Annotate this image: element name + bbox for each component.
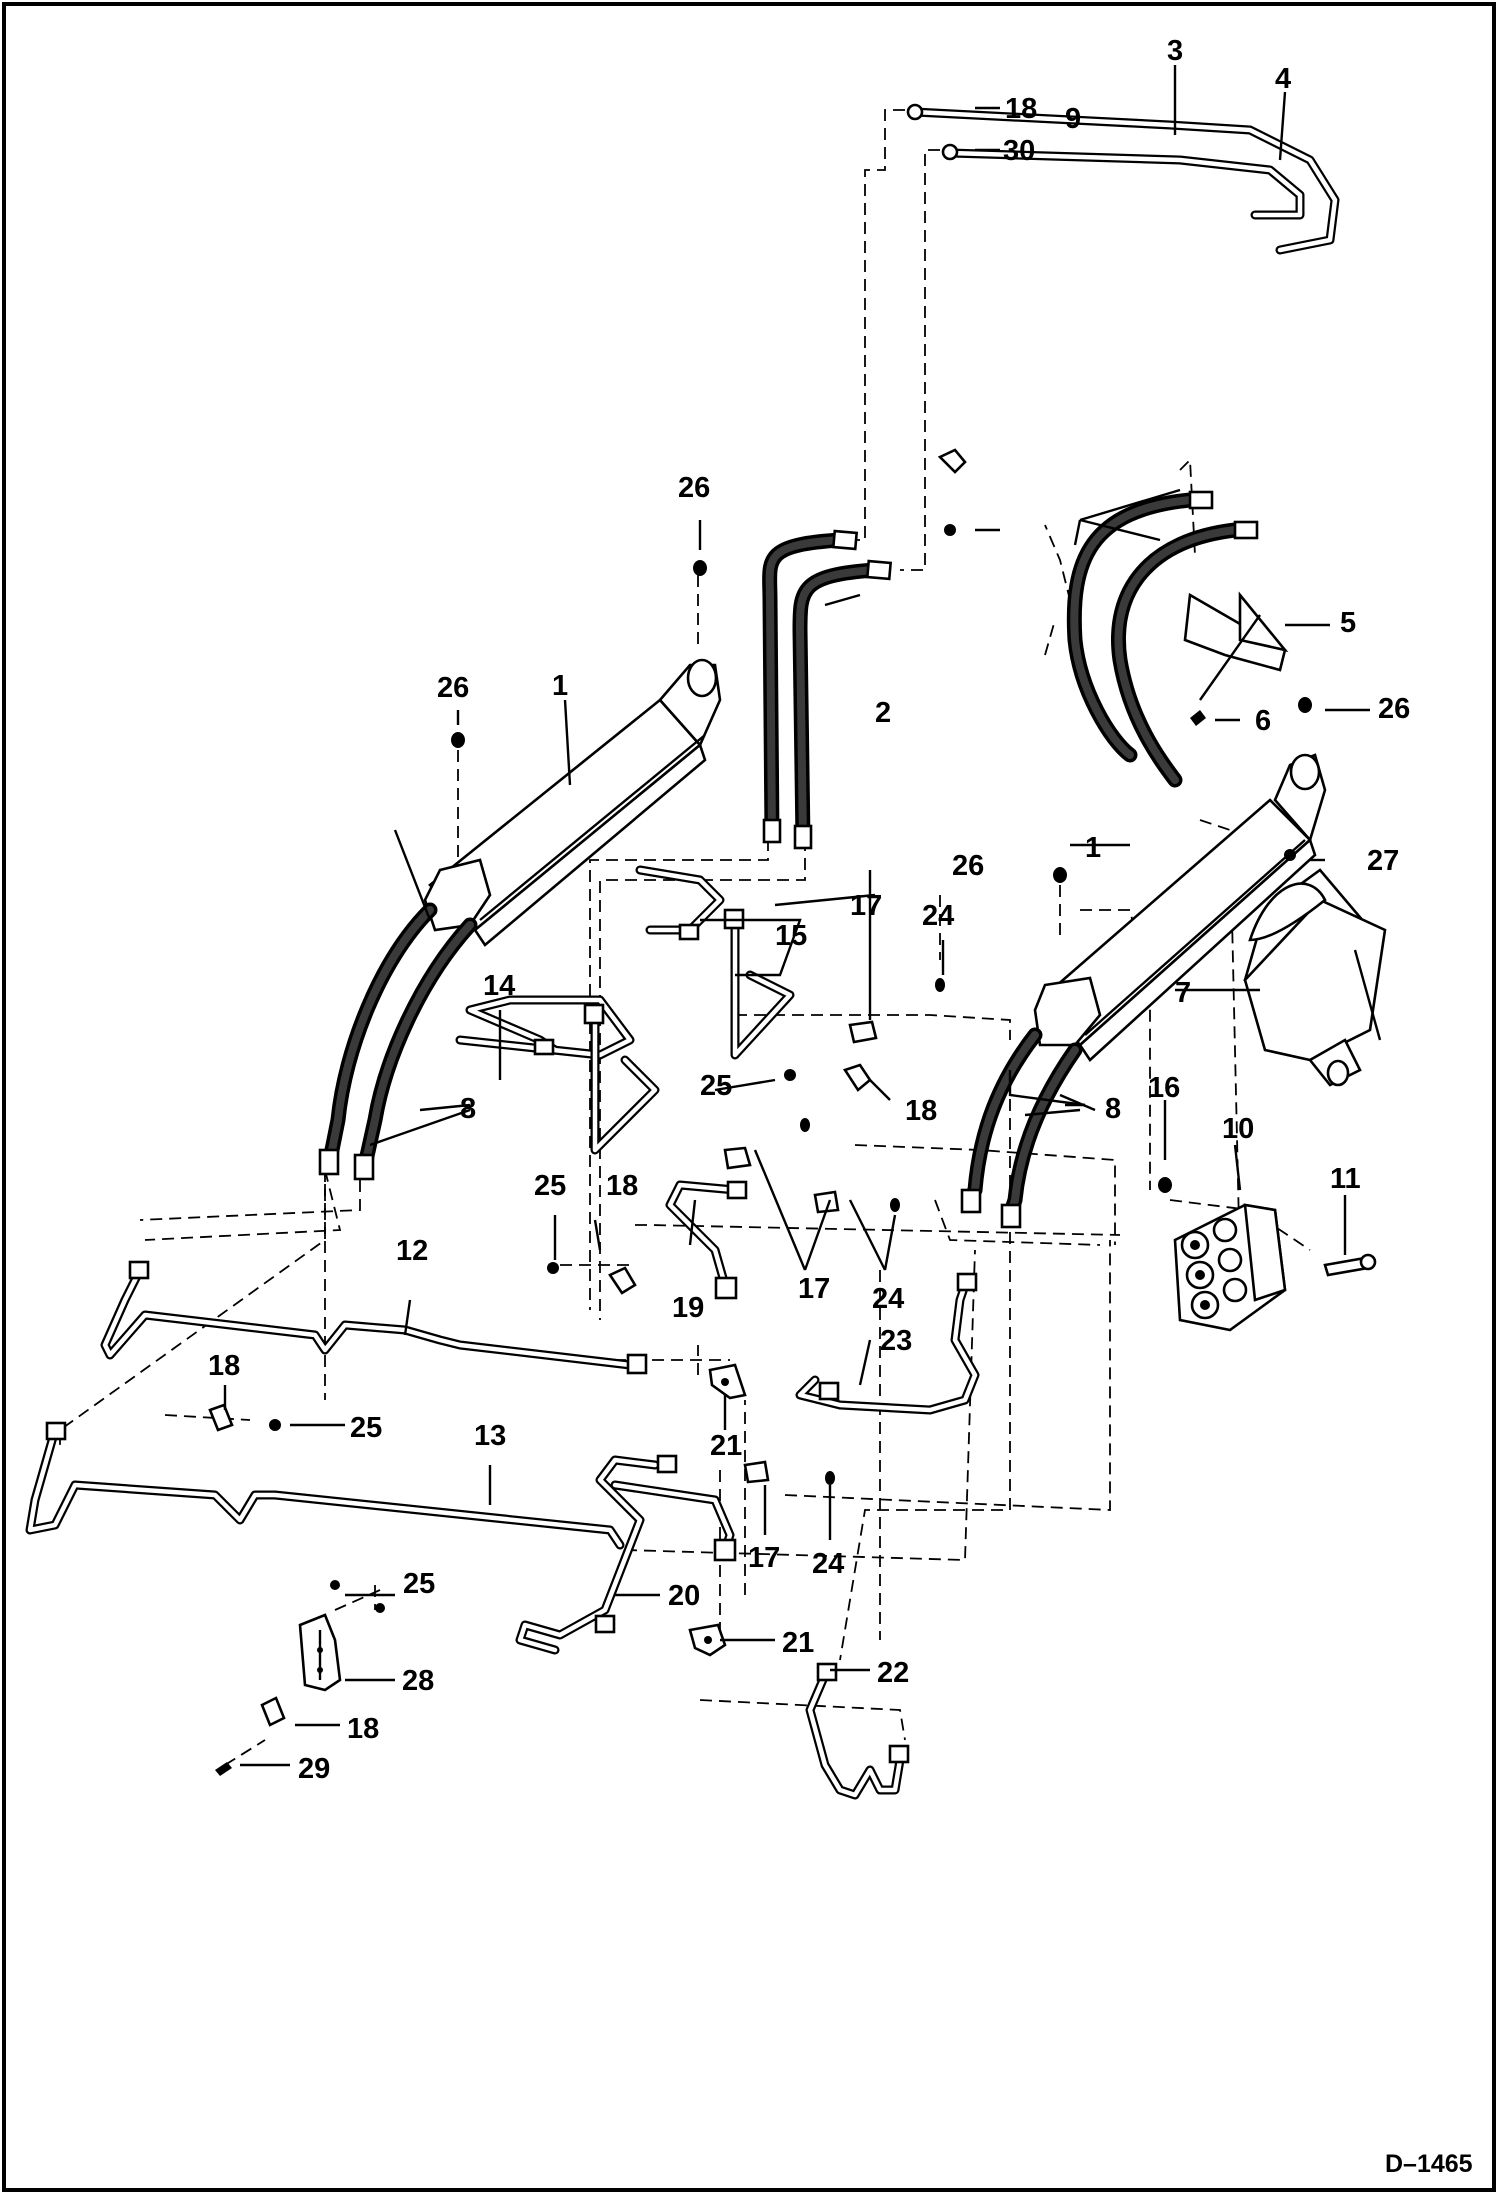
callout-25: 25 bbox=[350, 1412, 382, 1444]
callout-24: 24 bbox=[922, 900, 954, 932]
callout-10: 10 bbox=[1222, 1113, 1254, 1145]
callout-8: 8 bbox=[1105, 1093, 1121, 1125]
elbow-17-d bbox=[743, 1460, 770, 1484]
callout-3: 3 bbox=[1167, 35, 1183, 67]
callout-17: 17 bbox=[748, 1542, 780, 1574]
callout-26: 26 bbox=[437, 672, 469, 704]
hoses-8-left bbox=[318, 902, 478, 1181]
callout-18: 18 bbox=[208, 1350, 240, 1382]
callout-26: 26 bbox=[1378, 693, 1410, 725]
leader-lines bbox=[223, 65, 1370, 1767]
callout-18: 18 bbox=[606, 1170, 638, 1202]
tee-21-lower bbox=[688, 1623, 727, 1657]
tube-4 bbox=[945, 148, 1305, 220]
callout-25: 25 bbox=[700, 1070, 732, 1102]
clamp-18-top bbox=[937, 448, 967, 474]
elbow-17-c bbox=[813, 1190, 840, 1214]
bracket-28 bbox=[298, 1613, 342, 1692]
callout-29: 29 bbox=[298, 1753, 330, 1785]
callout-18: 18 bbox=[1005, 93, 1037, 125]
valve-10 bbox=[1173, 1203, 1287, 1332]
hoses-2 bbox=[762, 529, 893, 850]
accumulator-7 bbox=[1243, 868, 1387, 1087]
tube-12 bbox=[100, 1260, 648, 1375]
bolt-11 bbox=[1323, 1253, 1377, 1277]
clamp-18-mid bbox=[842, 1063, 872, 1092]
elbow-17-a bbox=[848, 1020, 878, 1044]
tube-23 bbox=[795, 1272, 980, 1415]
callout-8: 8 bbox=[460, 1093, 476, 1125]
callout-18: 18 bbox=[347, 1713, 379, 1745]
bolt-6 bbox=[1190, 710, 1206, 726]
clamp-18-left bbox=[608, 1266, 637, 1295]
callout-24: 24 bbox=[872, 1283, 904, 1315]
callout-6: 6 bbox=[1255, 705, 1271, 737]
hoses-9 bbox=[1066, 490, 1259, 788]
tube-13 bbox=[25, 1421, 625, 1550]
tee-21-upper bbox=[708, 1363, 747, 1400]
cylinder-1-right bbox=[1033, 753, 1327, 1062]
tube-20 bbox=[515, 1454, 737, 1655]
callout-20: 20 bbox=[668, 1580, 700, 1612]
callout-21: 21 bbox=[782, 1627, 814, 1659]
callout-14: 14 bbox=[483, 970, 515, 1002]
callout-1: 1 bbox=[1085, 832, 1101, 864]
callout-2: 2 bbox=[875, 697, 891, 729]
hoses-8-right bbox=[960, 1027, 1083, 1229]
plate-5 bbox=[1183, 591, 1289, 701]
callout-17: 17 bbox=[850, 890, 882, 922]
callout-1: 1 bbox=[552, 670, 568, 702]
callout-18: 18 bbox=[905, 1095, 937, 1127]
tube-14 bbox=[455, 995, 660, 1155]
callout-25: 25 bbox=[534, 1170, 566, 1202]
tube-3 bbox=[910, 107, 1340, 255]
callout-22: 22 bbox=[877, 1657, 909, 1689]
tube-19 bbox=[665, 1180, 748, 1300]
tube-15 bbox=[635, 865, 795, 1060]
callout-28: 28 bbox=[402, 1665, 434, 1697]
clamp-18-bottom bbox=[260, 1696, 286, 1727]
callout-12: 12 bbox=[396, 1235, 428, 1267]
callout-4: 4 bbox=[1275, 63, 1291, 95]
callout-16: 16 bbox=[1148, 1072, 1180, 1104]
callout-labels: 3 4 18 9 30 26 5 26 1 2 6 26 26 1 27 17 … bbox=[208, 35, 1410, 1785]
small-parts bbox=[215, 524, 1312, 1776]
tube-22 bbox=[805, 1662, 910, 1800]
elbow-17-b bbox=[723, 1146, 752, 1170]
callout-23: 23 bbox=[880, 1325, 912, 1357]
clamp-18-far-left bbox=[208, 1403, 234, 1432]
callout-9: 9 bbox=[1065, 103, 1081, 135]
callout-26: 26 bbox=[678, 472, 710, 504]
callout-21: 21 bbox=[710, 1430, 742, 1462]
drawing-code: D–1465 bbox=[1385, 2150, 1473, 2178]
callout-26: 26 bbox=[952, 850, 984, 882]
callout-30: 30 bbox=[1003, 135, 1035, 167]
cylinder-1-left bbox=[423, 658, 722, 947]
callout-25: 25 bbox=[403, 1568, 435, 1600]
callout-19: 19 bbox=[672, 1292, 704, 1324]
callout-5: 5 bbox=[1340, 607, 1356, 639]
callout-15: 15 bbox=[775, 920, 807, 952]
callout-13: 13 bbox=[474, 1420, 506, 1452]
callout-17: 17 bbox=[798, 1273, 830, 1305]
callout-24: 24 bbox=[812, 1548, 844, 1580]
callout-27: 27 bbox=[1367, 845, 1399, 877]
callout-7: 7 bbox=[1175, 977, 1191, 1009]
callout-11: 11 bbox=[1330, 1163, 1361, 1195]
